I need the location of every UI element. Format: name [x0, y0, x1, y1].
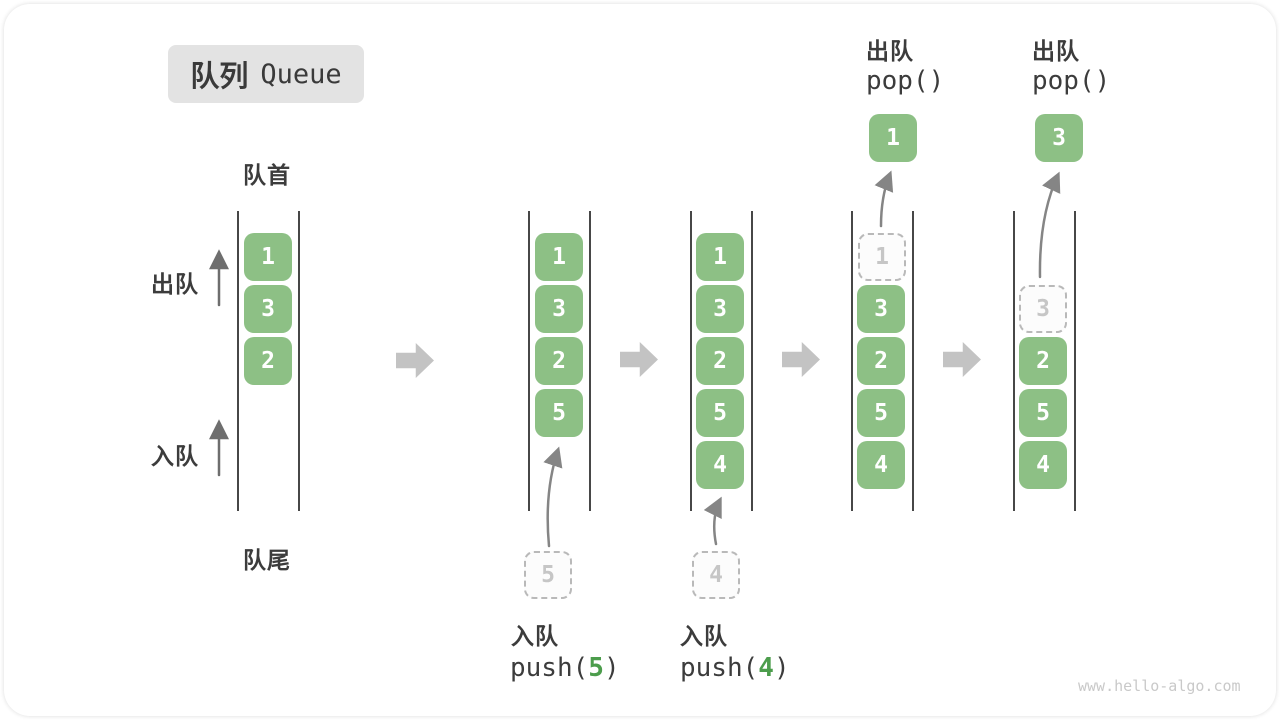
code-push5: push(5) — [510, 653, 620, 683]
queue5-left-rail — [1013, 211, 1015, 511]
label-pop1-op: 出队 — [866, 38, 914, 64]
queue-item: 2 — [857, 337, 905, 385]
watermark: www.hello-algo.com — [1078, 677, 1241, 695]
code-push4-fn: push( — [680, 653, 759, 683]
queue-item: 3 — [857, 285, 905, 333]
queue2-right-rail — [589, 211, 591, 511]
queue-item: 5 — [535, 389, 583, 437]
queue-item: 4 — [857, 441, 905, 489]
label-enqueue: 入队 — [151, 443, 199, 469]
queue-item: 4 — [696, 441, 744, 489]
queue-item: 3 — [244, 285, 292, 333]
popped-item: 1 — [869, 114, 917, 162]
label-queue-rear: 队尾 — [243, 547, 291, 573]
code-push5-arg: 5 — [588, 653, 604, 683]
queue-item: 3 — [696, 285, 744, 333]
label-push5-op: 入队 — [511, 623, 559, 649]
incoming-item: 4 — [692, 551, 740, 599]
queue5-right-rail — [1074, 211, 1076, 511]
title-badge: 队列 Queue — [168, 45, 364, 103]
queue-item: 5 — [1019, 389, 1067, 437]
queue-item: 2 — [1019, 337, 1067, 385]
queue1-left-rail — [237, 211, 239, 511]
queue4-left-rail — [851, 211, 853, 511]
code-pop1: pop() — [866, 66, 945, 96]
popped-item: 3 — [1035, 114, 1083, 162]
label-dequeue: 出队 — [151, 271, 199, 297]
label-push4-op: 入队 — [680, 623, 728, 649]
queue-item: 2 — [244, 337, 292, 385]
queue-item: 2 — [535, 337, 583, 385]
queue-item: 4 — [1019, 441, 1067, 489]
label-pop2-op: 出队 — [1032, 38, 1080, 64]
code-pop2: pop() — [1032, 66, 1111, 96]
queue-item: 1 — [244, 233, 292, 281]
queue3-right-rail — [751, 211, 753, 511]
queue-item: 1 — [696, 233, 744, 281]
queue3-left-rail — [690, 211, 692, 511]
queue-item: 1 — [535, 233, 583, 281]
code-push5-close: ) — [603, 653, 620, 683]
code-push5-fn: push( — [510, 653, 589, 683]
title-en: Queue — [260, 58, 342, 90]
label-queue-front: 队首 — [243, 162, 291, 188]
incoming-item: 5 — [524, 551, 572, 599]
ghost-item: 3 — [1019, 285, 1067, 333]
ghost-item: 1 — [858, 233, 906, 281]
code-push4-arg: 4 — [758, 653, 774, 683]
queue-item: 2 — [696, 337, 744, 385]
queue-item: 5 — [696, 389, 744, 437]
code-push4-close: ) — [773, 653, 790, 683]
code-push4: push(4) — [680, 653, 790, 683]
title-zh: 队列 — [190, 61, 249, 93]
queue1-right-rail — [298, 211, 300, 511]
queue-item: 3 — [535, 285, 583, 333]
queue4-right-rail — [912, 211, 914, 511]
queue2-left-rail — [528, 211, 530, 511]
queue-item: 5 — [857, 389, 905, 437]
